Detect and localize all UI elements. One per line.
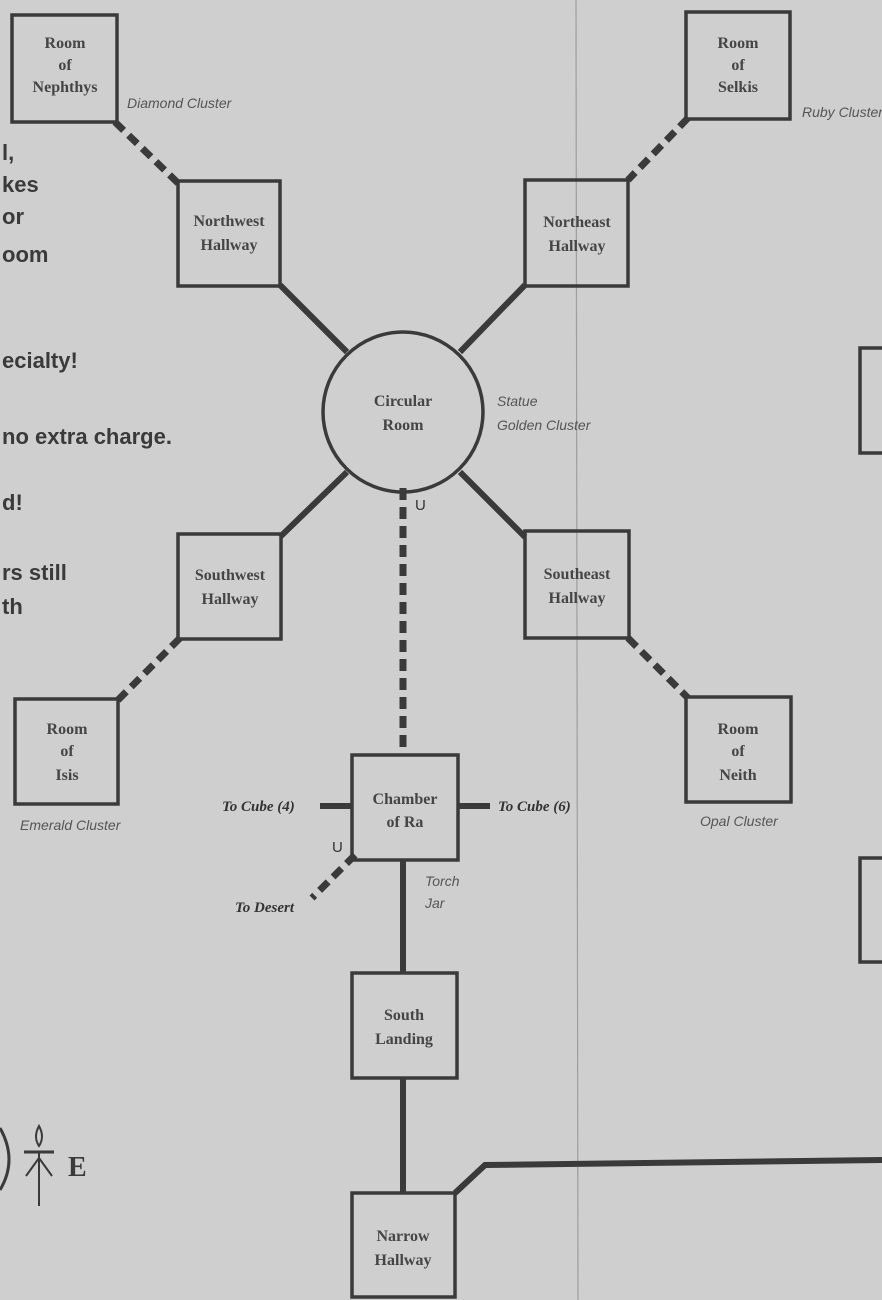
note-jar: Jar xyxy=(424,895,446,911)
path-southeast-neith xyxy=(625,635,691,701)
compass-arc xyxy=(0,1127,11,1191)
room-label-line: Hallway xyxy=(549,238,606,255)
room-label-line: Hallway xyxy=(201,237,258,254)
fold-crease xyxy=(575,0,579,1300)
note-opal-cluster: Opal Cluster xyxy=(700,813,779,829)
up-marker-chamber: U xyxy=(332,839,343,856)
room-label-line: of xyxy=(60,743,74,760)
room-label-line: Hallway xyxy=(549,590,606,607)
exit-to-cube-4: To Cube (4) xyxy=(222,799,295,815)
fragment-line: ecialty! xyxy=(2,348,78,373)
room-label-line: Room xyxy=(383,417,425,434)
path-nephthys-northwest xyxy=(112,119,183,188)
room-label-line: Narrow xyxy=(376,1228,429,1245)
note-torch: Torch xyxy=(425,873,460,889)
note-emerald-cluster: Emerald Cluster xyxy=(20,817,122,833)
exit-to-desert: To Desert xyxy=(235,900,295,916)
room-label-line: Room xyxy=(47,721,89,738)
note-golden-cluster: Golden Cluster xyxy=(497,417,592,433)
room-label-line: Landing xyxy=(375,1031,433,1048)
path-narrow-east xyxy=(452,1157,882,1196)
room-label-line: Room xyxy=(718,35,760,52)
compass-rose: E xyxy=(0,1123,87,1206)
room-label-line: Room xyxy=(45,35,87,52)
fragment-line: oom xyxy=(2,242,48,267)
note-statue: Statue xyxy=(497,393,538,409)
room-label-line: Northeast xyxy=(543,214,611,231)
room-label-line: Isis xyxy=(55,767,78,784)
northwest-hallway: Northwest Hallway xyxy=(176,179,282,288)
room-label-line: Hallway xyxy=(202,591,259,608)
narrow-hallway: Narrow Hallway xyxy=(350,1191,457,1299)
compass-leg-left xyxy=(25,1157,40,1177)
room-label-line: Northwest xyxy=(193,213,265,230)
path-selkis-northeast xyxy=(625,115,691,183)
path-circular-southeast xyxy=(457,469,528,540)
connections xyxy=(112,115,882,1196)
fragment-line: kes xyxy=(2,172,39,197)
northeast-hallway: Northeast Hallway xyxy=(523,178,630,288)
compass-leg-right xyxy=(38,1157,53,1177)
room-label-line: Selkis xyxy=(718,79,758,96)
fragment-line: rs still xyxy=(2,560,67,585)
room-label-line: Hallway xyxy=(375,1252,432,1269)
note-ruby-cluster: Ruby Cluster xyxy=(802,104,882,120)
room-label-line: of xyxy=(731,57,745,74)
room-label-line: Southwest xyxy=(195,567,266,584)
fragment-line: no extra charge. xyxy=(2,424,172,449)
exit-to-cube-6: To Cube (6) xyxy=(498,799,571,815)
left-text-fragments: l, kes or oom ecialty! no extra charge. … xyxy=(2,140,172,619)
room-of-neith: Room of Neith xyxy=(684,695,793,804)
southeast-hallway: Southeast Hallway xyxy=(523,529,631,640)
note-diamond-cluster: Diamond Cluster xyxy=(127,95,233,111)
path-circular-southwest xyxy=(277,469,350,540)
room-label-line: of xyxy=(58,57,72,74)
fragment-line: or xyxy=(2,204,24,229)
partial-room-right-upper xyxy=(858,346,882,455)
room-label-line: Southeast xyxy=(544,566,611,583)
room-of-isis: Room of Isis xyxy=(13,697,120,806)
room-label-line: Chamber xyxy=(373,791,438,808)
path-chamber-desert xyxy=(309,852,358,901)
path-northwest-circular xyxy=(277,282,350,355)
compass-flame-icon xyxy=(35,1123,43,1148)
room-label-line: of Ra xyxy=(387,814,424,831)
partial-room-right-lower xyxy=(858,856,882,964)
path-southwest-isis xyxy=(115,635,183,703)
room-label-line: South xyxy=(384,1007,424,1024)
room-of-selkis: Room of Selkis xyxy=(684,10,792,121)
fragment-line: l, xyxy=(2,140,14,165)
circular-room: Circular Room xyxy=(321,330,485,494)
room-of-nephthys: Room of Nephthys xyxy=(10,13,119,124)
room-label-line: of xyxy=(731,743,745,760)
room-label-line: Room xyxy=(718,721,760,738)
path-northeast-circular xyxy=(457,282,528,355)
south-landing: South Landing xyxy=(350,971,459,1080)
compass-letter-e: E xyxy=(68,1152,87,1183)
chamber-of-ra: Chamber of Ra xyxy=(350,753,460,862)
fragment-line: th xyxy=(2,594,23,619)
fragment-line: d! xyxy=(2,490,23,515)
up-marker-circular: U xyxy=(415,497,426,514)
room-label-line: Neith xyxy=(719,767,756,784)
room-label-line: Nephthys xyxy=(33,79,98,96)
southwest-hallway: Southwest Hallway xyxy=(176,532,283,641)
room-label-line: Circular xyxy=(374,393,432,410)
